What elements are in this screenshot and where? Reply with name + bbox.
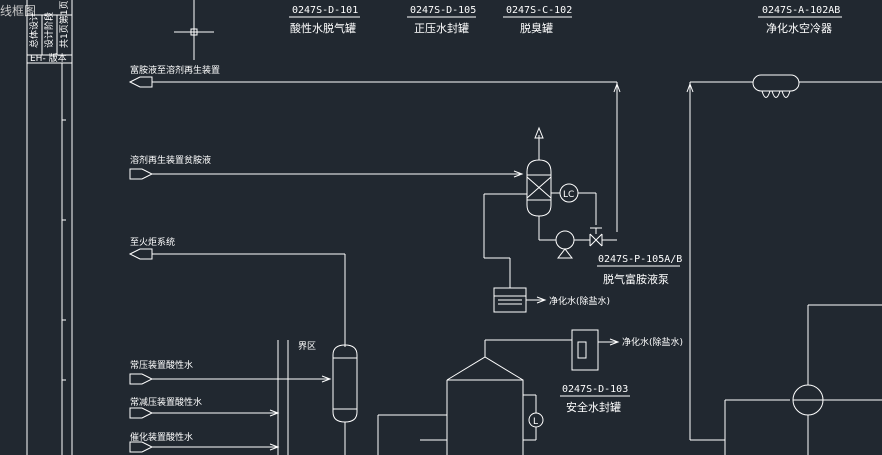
tag-p105: 0247S-P-105A/B (598, 254, 682, 265)
stream-sour-water-1: 常压装置酸性水 (129, 359, 332, 385)
level-indicator-label: L (533, 417, 538, 427)
pump-p105: 0247S-P-105A/B 脱气富胺液泵 (555, 227, 682, 286)
battery-limit-label: 界区 (298, 341, 316, 352)
title-block-col1: 总体设计 (28, 12, 40, 48)
name-d105: 正压水封罐 (414, 21, 469, 35)
pump-circle (555, 230, 575, 250)
air-cooler-a102 (686, 74, 882, 455)
name-p105: 脱气富胺液泵 (603, 272, 669, 286)
stream-label-3: 至火炬系统 (130, 236, 175, 248)
purified-water-label-2: 净化水(除盐水) (622, 336, 683, 348)
equipment-header-d101: 0247S-D-101 酸性水脱气罐 (289, 5, 360, 35)
stream-label-6: 催化装置酸性水 (130, 431, 193, 443)
name-d101: 酸性水脱气罐 (290, 21, 356, 35)
tag-d101: 0247S-D-101 (292, 5, 358, 16)
seal-tank-d105: 净化水(除盐水) (493, 287, 610, 313)
name-d103: 安全水封罐 (566, 400, 621, 414)
stream-label-1: 富胺液至溶剂再生装置 (130, 64, 220, 76)
title-block-sheet: EH- 版本 (30, 52, 67, 64)
stream-label-2: 溶剂再生装置贫胺液 (130, 154, 211, 166)
title-block-col3: 共1页第1页 (58, 1, 70, 48)
stream-rich-amine-out: 富胺液至溶剂再生装置 (128, 64, 621, 232)
equipment-header-a102: 0247S-A-102AB 净化水空冷器 (758, 5, 842, 35)
title-block-col2: 设计阶段 (43, 12, 55, 48)
stream-label-5: 常减压装置酸性水 (130, 396, 202, 408)
tag-d105: 0247S-D-105 (410, 5, 476, 16)
tag-a102: 0247S-A-102AB (762, 5, 840, 16)
name-c102: 脱臭罐 (520, 21, 553, 35)
tag-d103: 0247S-D-103 (562, 384, 628, 395)
stream-to-flare: 至火炬系统 (128, 236, 346, 347)
stream-label-4: 常压装置酸性水 (130, 359, 193, 371)
equipment-header-c102: 0247S-C-102 脱臭罐 (503, 5, 572, 35)
crosshair-cursor (174, 0, 214, 60)
purified-water-label-1: 净化水(除盐水) (549, 295, 610, 307)
stream-lean-amine-in: 溶剂再生装置贫胺液 (129, 154, 524, 180)
name-a102: 净化水空冷器 (766, 21, 832, 35)
battery-limit: 界区 (277, 340, 316, 455)
equipment-header-d105: 0247S-D-105 正压水封罐 (407, 5, 476, 35)
title-block: 总体设计 设计阶段 共1页第1页 EH- 版本 (26, 0, 73, 455)
level-controller-label: LC (563, 190, 574, 200)
stream-sour-water-3: 催化装置酸性水 (129, 431, 280, 453)
deodorizer-column-c102: LC (483, 126, 597, 288)
storage-tank: L (377, 340, 544, 455)
degassing-drum-d101 (332, 344, 358, 455)
tag-c102: 0247S-C-102 (506, 5, 572, 16)
stream-sour-water-2: 常减压装置酸性水 (129, 396, 280, 419)
level-indicator-circle (528, 412, 544, 428)
safety-seal-d103: 净化水(除盐水) 0247S-D-103 安全水封罐 (485, 329, 683, 414)
